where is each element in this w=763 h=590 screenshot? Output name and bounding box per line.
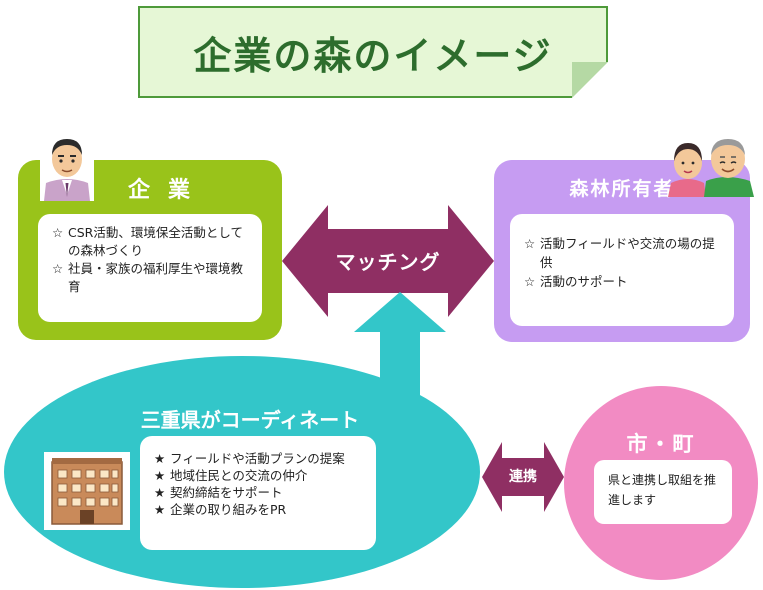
forest-owner-content: ☆ 活動フィールドや交流の場の提供 ☆ 活動のサポート — [510, 214, 734, 326]
mie-item-text: フィールドや活動プランの提案 — [170, 451, 345, 466]
mie-item-text: 契約締結をサポート — [170, 485, 283, 500]
company-item-text: 社員・家族の福利厚生や環境教育 — [68, 261, 244, 294]
owner-item-text: 活動のサポート — [540, 274, 628, 289]
upward-arrow — [354, 292, 446, 422]
star-outline-icon: ☆ — [52, 225, 64, 240]
star-outline-icon: ☆ — [52, 261, 64, 276]
company-item-text: CSR活動、環境保全活動としての森林づくり — [68, 225, 243, 258]
businessman-avatar — [40, 133, 94, 201]
mie-item: ★ フィールドや活動プランの提案 — [154, 450, 368, 467]
title-box: 企業の森のイメージ — [138, 6, 608, 98]
owner-item: ☆ 活動のサポート — [524, 272, 726, 291]
star-outline-icon: ☆ — [524, 236, 536, 251]
municipality-title: 市・町 — [626, 432, 696, 456]
star-outline-icon: ☆ — [524, 274, 536, 289]
mie-item: ★ 契約締結をサポート — [154, 484, 368, 501]
company-panel: 企業 ☆ CSR活動、環境保全活動としての森林づくり ☆ 社員・家族の福利厚生や… — [18, 160, 282, 340]
star-filled-icon: ★ — [154, 485, 166, 500]
cooperation-double-arrow — [482, 442, 564, 512]
mie-item: ★ 企業の取り組みをPR — [154, 501, 368, 518]
matching-label: マッチング — [335, 250, 441, 274]
star-filled-icon: ★ — [154, 502, 166, 517]
mie-item: ★ 地域住民との交流の仲介 — [154, 467, 368, 484]
cooperation-label: 連携 — [509, 469, 537, 485]
mie-item-text: 企業の取り組みをPR — [170, 502, 287, 517]
municipality-content: 県と連携し取組を推進します — [594, 460, 732, 524]
company-content: ☆ CSR活動、環境保全活動としての森林づくり ☆ 社員・家族の福利厚生や環境教… — [38, 214, 262, 322]
forest-owner-title: 森林所有者 — [569, 178, 675, 200]
mie-item-text: 地域住民との交流の仲介 — [170, 468, 308, 483]
diagram-title: 企業の森のイメージ — [193, 33, 553, 78]
title-fold-corner — [572, 62, 608, 98]
office-building-icon — [44, 452, 130, 530]
elderly-couple-avatar — [668, 139, 754, 197]
municipality-text: 県と連携し取組を推進します — [608, 473, 717, 507]
star-filled-icon: ★ — [154, 468, 166, 483]
company-item: ☆ CSR活動、環境保全活動としての森林づくり — [52, 224, 252, 260]
company-item: ☆ 社員・家族の福利厚生や環境教育 — [52, 260, 252, 296]
mie-content: ★ フィールドや活動プランの提案 ★ 地域住民との交流の仲介 ★ 契約締結をサポ… — [140, 436, 376, 550]
company-title: 企業 — [127, 178, 208, 203]
mie-title: 三重県がコーディネート — [140, 408, 360, 432]
star-filled-icon: ★ — [154, 451, 166, 466]
matching-double-arrow — [282, 205, 494, 317]
owner-item-text: 活動フィールドや交流の場の提供 — [540, 236, 715, 270]
owner-item: ☆ 活動フィールドや交流の場の提供 — [524, 234, 726, 272]
